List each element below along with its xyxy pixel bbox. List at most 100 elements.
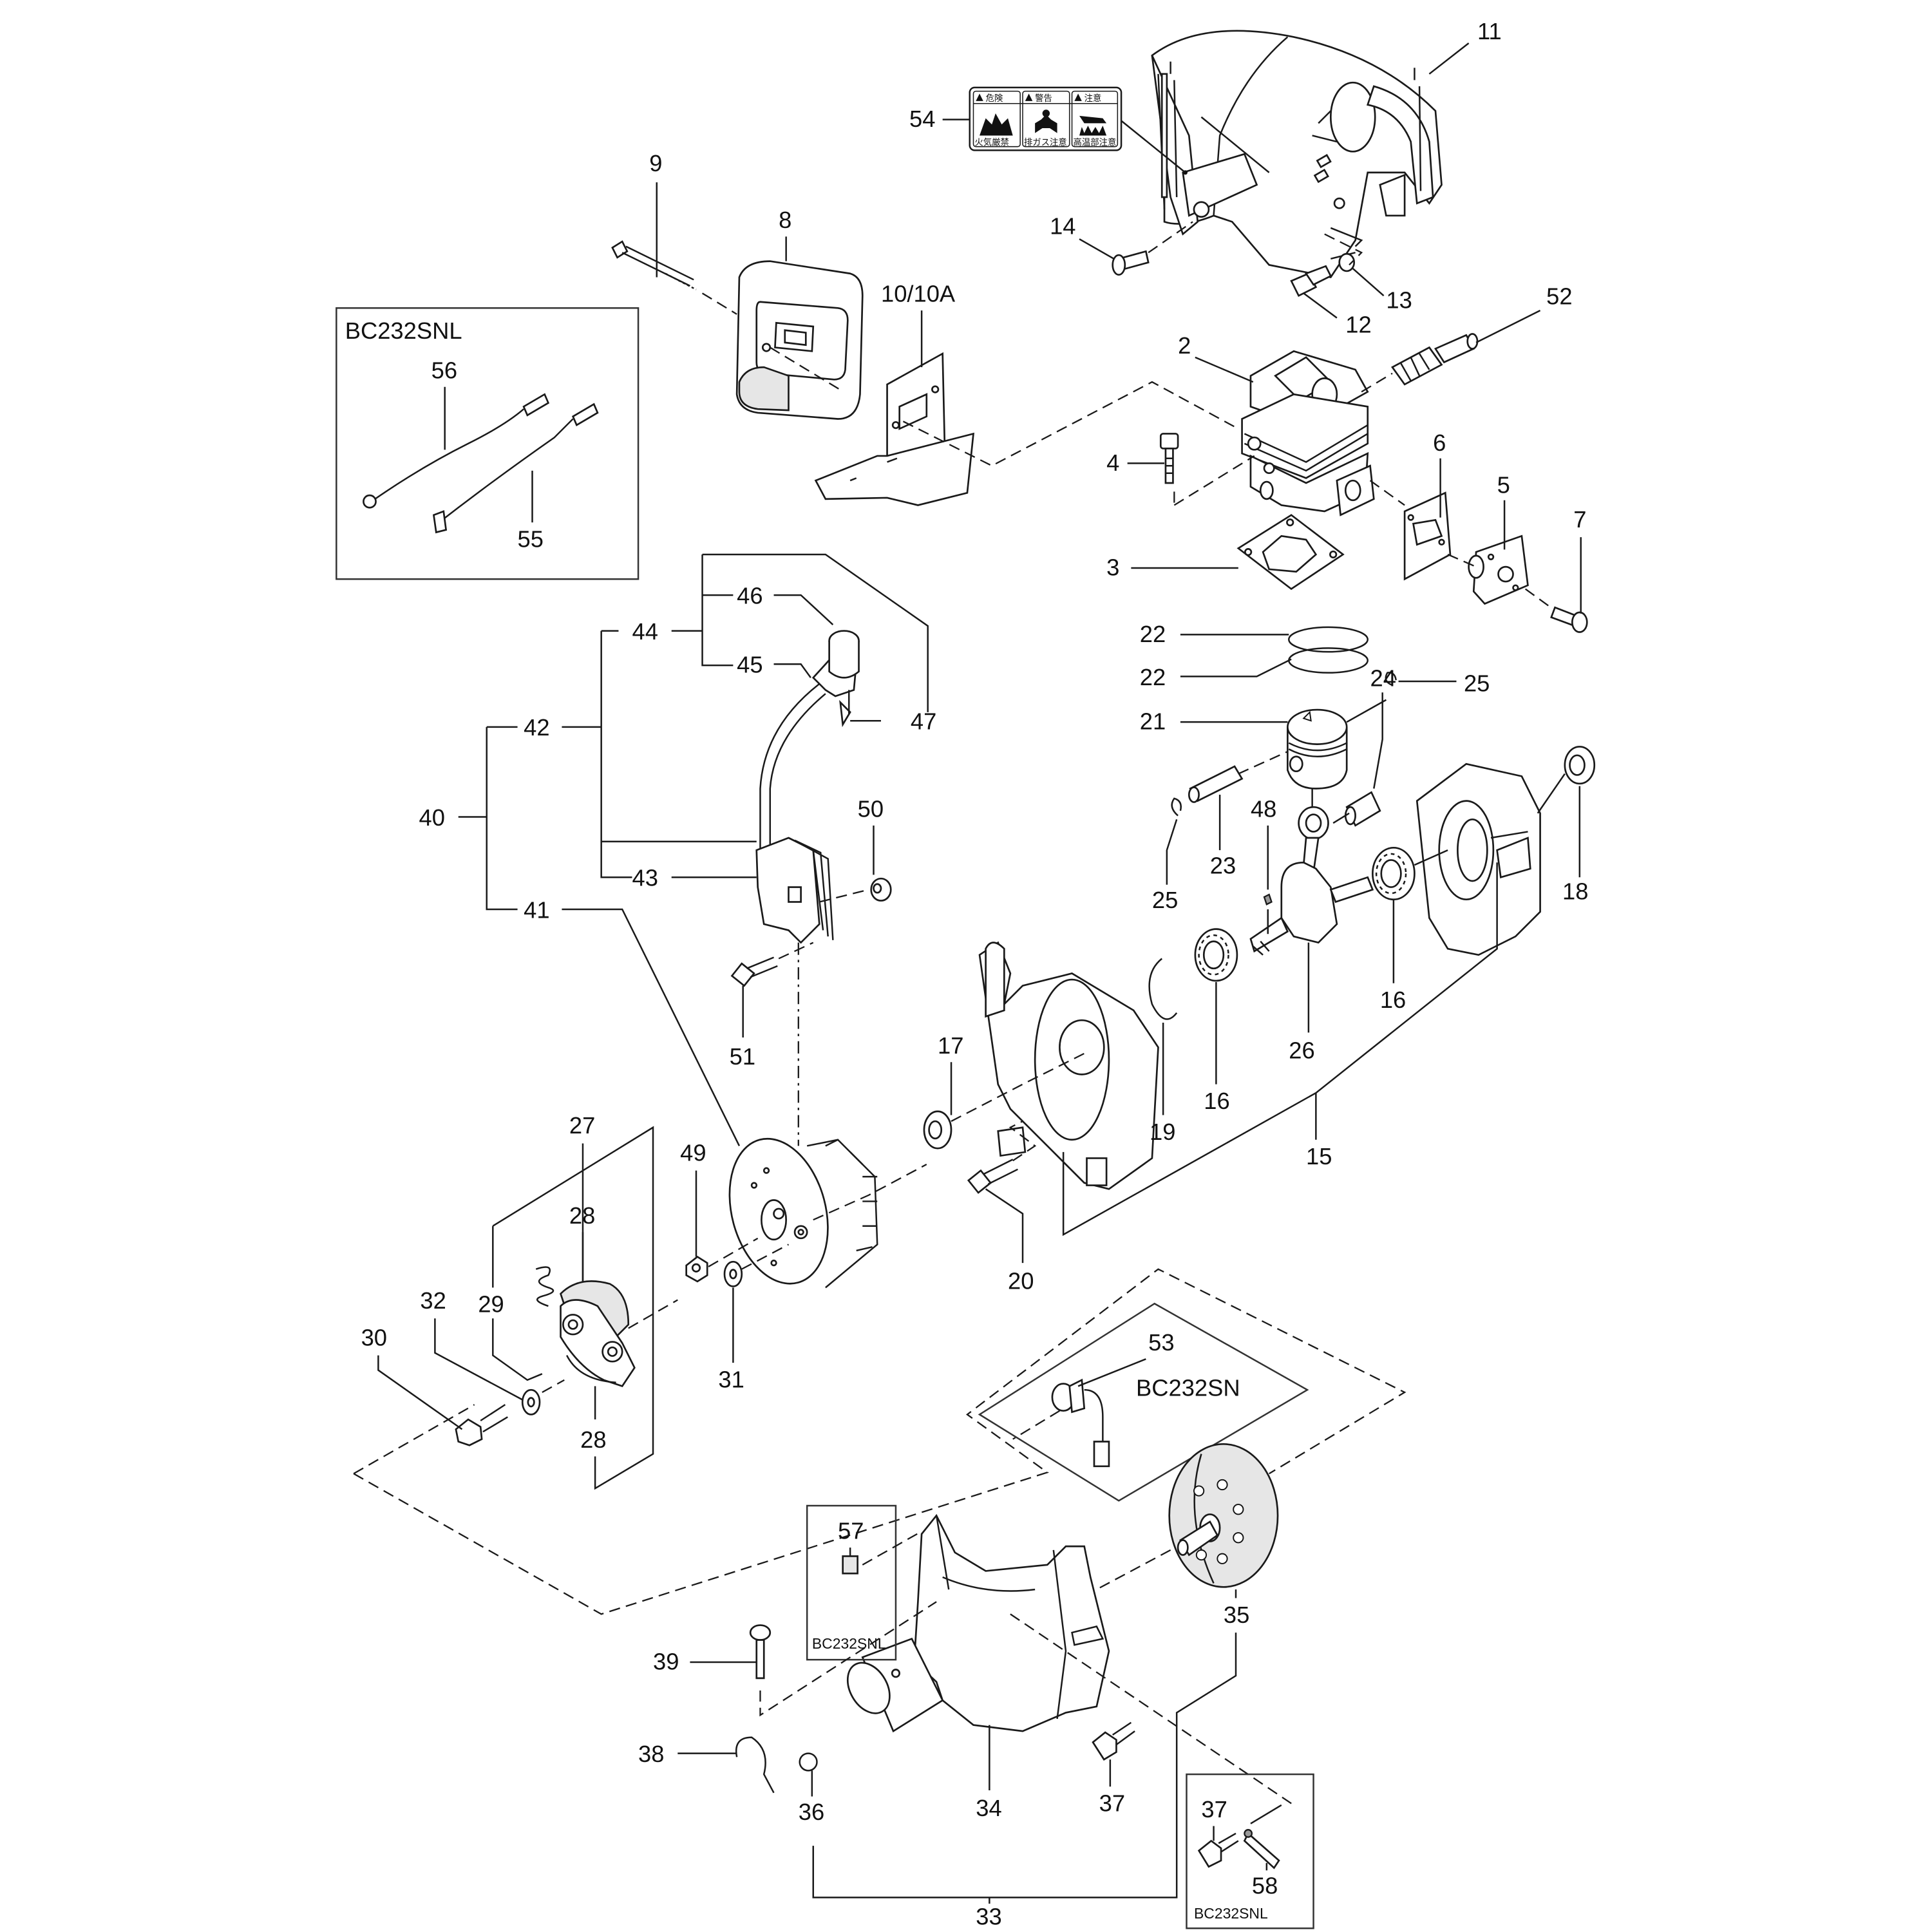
variant-box-bolt-kit: BC232SNL 37 58 (1186, 1773, 1314, 1929)
label-54: 54 (909, 106, 935, 132)
label-30: 30 (361, 1324, 387, 1350)
label-28-bottom: 28 (580, 1426, 606, 1453)
label-19: 19 (1150, 1119, 1175, 1145)
bolt-4 (1159, 433, 1179, 484)
label-40: 40 (419, 804, 445, 831)
label-9: 9 (649, 150, 662, 176)
piston-rings-22 (1288, 626, 1368, 674)
crankcase-half-right (1416, 762, 1541, 956)
label-44: 44 (632, 618, 658, 645)
label-34: 34 (976, 1795, 1001, 1821)
circlip-25-left (1171, 797, 1182, 817)
label-7: 7 (1573, 506, 1586, 533)
sticker-header-danger: 危険 (986, 93, 1003, 104)
bolt-37 (1092, 1721, 1135, 1761)
clip-38 (735, 1736, 775, 1794)
label-18: 18 (1562, 878, 1588, 905)
label-57: 57 (838, 1518, 864, 1544)
needle-bearing-24 (1344, 791, 1381, 827)
variant-label-small-part: BC232SNL (812, 1635, 886, 1652)
warning-sticker: 危険 警告 注意 火気厳禁 排ガス注意 高温部注意 (969, 86, 1122, 151)
bolt-20 (967, 1159, 1018, 1194)
muffler-8 (735, 260, 864, 420)
nut-13 (1338, 252, 1356, 272)
label-5: 5 (1497, 471, 1510, 498)
flywheel (728, 1137, 878, 1289)
variant-label-wire-kit: BC232SNL (345, 317, 462, 344)
label-37: 37 (1099, 1790, 1125, 1817)
cylinder-cover (1151, 30, 1443, 278)
label-39: 39 (653, 1648, 679, 1674)
gasket-6 (1403, 491, 1452, 581)
label-11: 11 (1477, 18, 1502, 44)
label-6: 6 (1433, 430, 1446, 456)
label-16-right: 16 (1380, 987, 1406, 1013)
label-25-right: 25 (1464, 670, 1490, 696)
label-25-left: 25 (1152, 887, 1178, 913)
fire-icon (980, 113, 1013, 136)
sticker-caption-hot: 高温部注意 (1073, 137, 1116, 148)
label-53: 53 (1148, 1329, 1174, 1356)
label-49: 49 (680, 1139, 706, 1166)
label-41: 41 (524, 896, 549, 923)
label-46: 46 (737, 582, 762, 609)
label-21: 21 (1140, 708, 1166, 735)
label-33: 33 (976, 1904, 1001, 1930)
circlip-25-right (1385, 672, 1397, 686)
variant-box-small-part: BC232SNL 57 (806, 1504, 920, 1661)
bolt-9 (611, 240, 697, 290)
label-14: 14 (1050, 213, 1075, 240)
label-3: 3 (1106, 554, 1119, 580)
label-12: 12 (1345, 312, 1371, 338)
seal-17 (923, 1110, 952, 1150)
seal-18 (1564, 746, 1596, 785)
gasket-3 (1236, 514, 1345, 591)
bearing-16-right (1372, 846, 1416, 901)
label-52: 52 (1546, 283, 1572, 310)
label-26: 26 (1289, 1037, 1314, 1063)
crankshaft-26 (1249, 806, 1374, 956)
warning-triangle-icon (976, 93, 1082, 101)
label-58: 58 (1252, 1873, 1278, 1899)
stop-switch-53 (1051, 1378, 1110, 1468)
nut-49 (685, 1255, 708, 1283)
label-31: 31 (718, 1366, 744, 1392)
label-38: 38 (638, 1741, 664, 1767)
insulator-5 (1468, 535, 1529, 605)
clutch-27 (560, 1280, 636, 1388)
label-56: 56 (431, 357, 457, 383)
variant-label-switch: BC232SN (1136, 1375, 1240, 1401)
label-15: 15 (1306, 1143, 1332, 1170)
spacer-50 (870, 877, 892, 902)
label-51: 51 (730, 1043, 755, 1070)
screw-39 (749, 1624, 772, 1680)
label-32: 32 (420, 1287, 446, 1314)
label-10-10a: 10/10A (881, 281, 956, 307)
label-55: 55 (518, 526, 544, 552)
piston-21 (1287, 708, 1348, 790)
label-42: 42 (524, 714, 549, 741)
circlip-19 (1148, 958, 1178, 1020)
label-8: 8 (779, 207, 791, 233)
label-36: 36 (799, 1799, 824, 1825)
washer-32 (521, 1388, 541, 1416)
label-47: 47 (911, 708, 936, 735)
screw-14 (1112, 250, 1150, 276)
cylinder-2 (1241, 350, 1375, 516)
bolt-51 (730, 956, 778, 987)
label-20: 20 (1008, 1267, 1034, 1294)
label-43: 43 (632, 865, 658, 891)
sticker-header-warning: 警告 (1035, 93, 1052, 104)
label-50: 50 (858, 795, 884, 822)
label-27: 27 (569, 1112, 595, 1139)
variant-box-wire-kit: BC232SNL 56 55 (336, 307, 639, 580)
clutch-drum-35 (1168, 1443, 1279, 1588)
label-23: 23 (1210, 853, 1236, 879)
label-2: 2 (1178, 332, 1191, 359)
spark-plug-52 (1391, 333, 1479, 386)
crankcase-half-left (978, 941, 1159, 1190)
label-35: 35 (1224, 1602, 1249, 1628)
bearing-16-left (1194, 928, 1238, 982)
variant-box-switch: BC232SN 53 (978, 1302, 1309, 1502)
